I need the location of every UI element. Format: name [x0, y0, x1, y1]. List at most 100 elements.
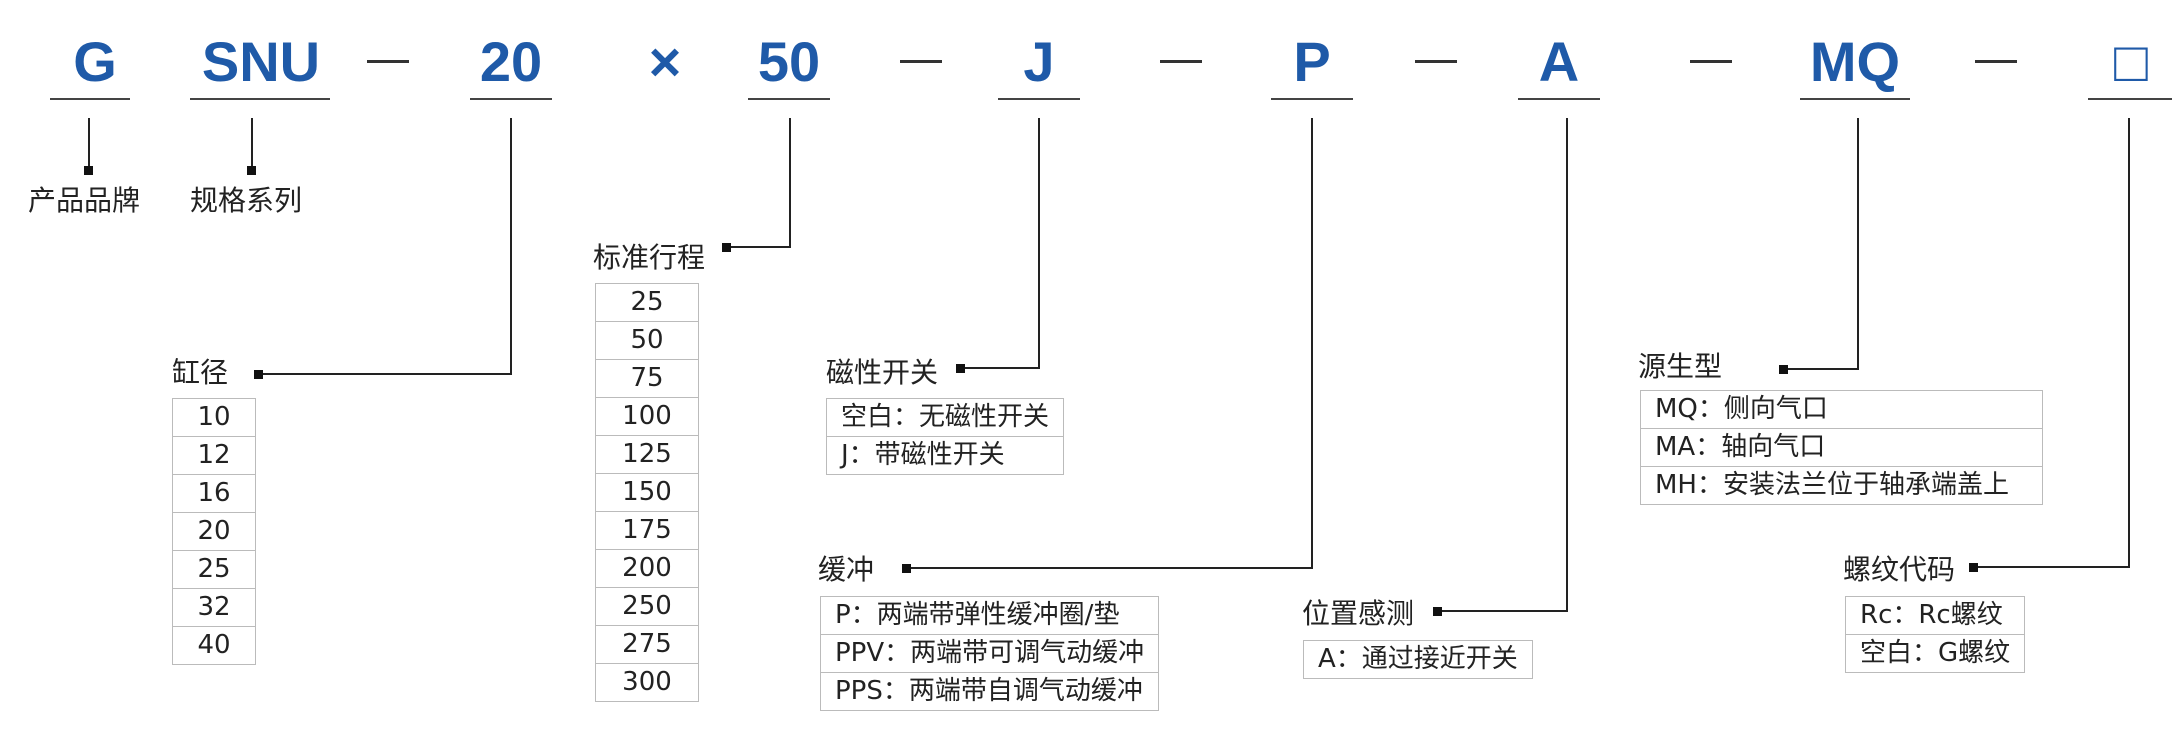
stroke-option: 50	[595, 321, 699, 360]
underline	[50, 98, 130, 100]
connector-line	[2128, 118, 2130, 568]
stroke-option: 75	[595, 359, 699, 398]
table-row: 空白：G螺纹	[1844, 634, 2026, 673]
connector-line	[789, 118, 791, 248]
table-row: 175	[595, 511, 699, 550]
code-magnet: J	[1023, 30, 1055, 93]
cushion-option: P：两端带弹性缓冲圈/垫	[819, 596, 1160, 635]
bore-option: 40	[172, 626, 256, 665]
table-row: PPS：两端带自调气动缓冲	[819, 672, 1160, 711]
origin-option: MQ：侧向气口	[1640, 390, 2043, 429]
connector-line	[1973, 566, 2130, 568]
thread-table: Rc：Rc螺纹空白：G螺纹	[1844, 596, 2026, 673]
label-series: 规格系列	[190, 184, 303, 217]
table-row: MQ：侧向气口	[1640, 390, 2043, 429]
table-row: A：通过接近开关	[1303, 640, 1533, 679]
connector-line	[1311, 118, 1313, 569]
label-bore: 缸径	[172, 356, 229, 389]
table-row: 150	[595, 473, 699, 512]
label-origin: 源生型	[1638, 350, 1723, 383]
table-row: 25	[595, 283, 699, 322]
table-row: Rc：Rc螺纹	[1844, 596, 2026, 635]
code-origin: MQ	[1809, 30, 1901, 93]
connector-dot	[956, 364, 965, 373]
underline	[470, 98, 552, 100]
origin-option: MH：安装法兰位于轴承端盖上	[1640, 466, 2043, 505]
separator-dash	[1975, 60, 2017, 63]
connector-dot	[722, 243, 731, 252]
times-sign: ×	[648, 30, 682, 93]
code-series: SNU	[201, 30, 321, 93]
underline	[998, 98, 1080, 100]
stroke-option: 100	[595, 397, 699, 436]
table-row: 20	[172, 512, 256, 551]
table-row: J：带磁性开关	[825, 436, 1065, 475]
table-row: 75	[595, 359, 699, 398]
table-row: 125	[595, 435, 699, 474]
separator-dash	[1415, 60, 1457, 63]
connector-dot	[1433, 607, 1442, 616]
code-brand: G	[73, 30, 117, 93]
table-row: MA：轴向气口	[1640, 428, 2043, 467]
separator-dash	[367, 60, 409, 63]
underline	[1271, 98, 1353, 100]
table-row: 40	[172, 626, 256, 665]
connector-line	[1783, 368, 1859, 370]
table-row: PPV：两端带可调气动缓冲	[819, 634, 1160, 673]
separator-dash	[900, 60, 942, 63]
table-row: 16	[172, 474, 256, 513]
bore-option: 12	[172, 436, 256, 475]
connector-line	[510, 118, 512, 375]
underline	[1800, 98, 1910, 100]
connector-line	[1857, 118, 1859, 370]
bore-option: 10	[172, 398, 256, 437]
underline	[190, 98, 330, 100]
connector-line	[88, 118, 90, 168]
connector-dot	[902, 564, 911, 573]
connector-dot	[1779, 365, 1788, 374]
sensor-table: A：通过接近开关	[1303, 640, 1533, 679]
connector-line	[1038, 118, 1040, 369]
table-row: 275	[595, 625, 699, 664]
table-row: 300	[595, 663, 699, 702]
table-row: 空白：无磁性开关	[825, 398, 1065, 437]
label-cushion: 缓冲	[818, 553, 875, 586]
label-brand: 产品品牌	[28, 184, 141, 217]
stroke-option: 125	[595, 435, 699, 474]
stroke-option: 200	[595, 549, 699, 588]
table-row: P：两端带弹性缓冲圈/垫	[819, 596, 1160, 635]
label-thread: 螺纹代码	[1843, 553, 1956, 586]
connector-dot	[247, 166, 256, 175]
connector-dot	[254, 370, 263, 379]
table-row: MH：安装法兰位于轴承端盖上	[1640, 466, 2043, 505]
magnet-option: J：带磁性开关	[825, 436, 1065, 475]
table-row: 100	[595, 397, 699, 436]
thread-option: Rc：Rc螺纹	[1844, 596, 2026, 635]
cushion-option: PPS：两端带自调气动缓冲	[819, 672, 1160, 711]
separator-dash	[1690, 60, 1732, 63]
connector-line	[960, 367, 1040, 369]
table-row: 25	[172, 550, 256, 589]
cushion-option: PPV：两端带可调气动缓冲	[819, 634, 1160, 673]
separator-dash	[1160, 60, 1202, 63]
connector-line	[251, 118, 253, 168]
bore-option: 16	[172, 474, 256, 513]
code-bore: 20	[479, 30, 543, 93]
connector-dot	[1969, 563, 1978, 572]
stroke-option: 25	[595, 283, 699, 322]
code-thread: □	[2114, 30, 2148, 93]
underline	[1518, 98, 1600, 100]
stroke-option: 150	[595, 473, 699, 512]
stroke-option: 175	[595, 511, 699, 550]
connector-line	[906, 567, 1313, 569]
magnet-option: 空白：无磁性开关	[825, 398, 1065, 437]
stroke-option: 250	[595, 587, 699, 626]
table-row: 10	[172, 398, 256, 437]
sensor-option: A：通过接近开关	[1303, 640, 1533, 679]
table-row: 12	[172, 436, 256, 475]
